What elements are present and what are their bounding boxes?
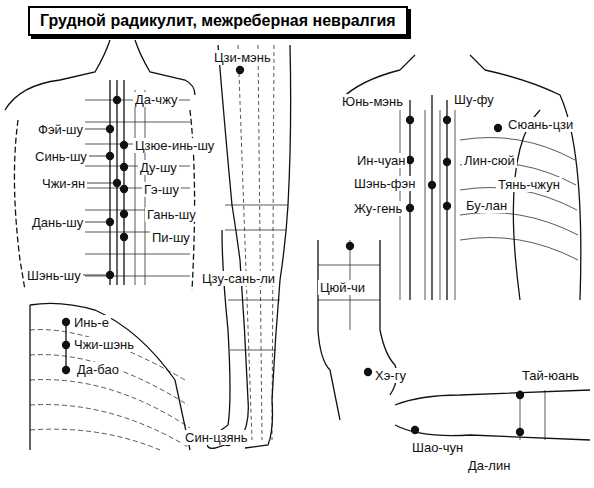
point-label: Цзу-сань-ли (200, 271, 277, 286)
point-label: Цзи-мэнь (212, 50, 273, 65)
point-label: Синь-шу (33, 149, 89, 164)
point-label: Цзюе-инь-шу (133, 138, 216, 153)
point-label: Лин-сюй (462, 153, 517, 168)
point-label: Шэнь-фэн (352, 176, 417, 191)
point-label: Фэй-шу (36, 122, 85, 137)
point-label: Чжи-шэнь (72, 337, 136, 352)
point-label: Шао-чун (410, 440, 465, 455)
point-label: Тянь-чжун (496, 177, 562, 192)
point-label: Юнь-мэнь (340, 94, 405, 109)
point-label: Жу-гень (352, 201, 404, 216)
point-label: Да-чжу (133, 92, 179, 107)
point-label: Ду-шу (138, 160, 179, 175)
point-label: Инь-е (72, 315, 111, 330)
point-label: Бу-лан (464, 198, 509, 213)
point-label: Гань-шу (145, 207, 198, 222)
point-label: Цюй-чи (318, 280, 367, 295)
point-label: Хэ-гу (373, 368, 408, 383)
point-label: Шу-фу (452, 92, 496, 107)
point-label: Ин-чуан (355, 153, 407, 168)
point-label: Гэ-шу (142, 182, 181, 197)
point-label: Тай-юань (520, 368, 581, 383)
point-label: Шэнь-шу (25, 268, 83, 283)
point-label: Пи-шу (150, 230, 192, 245)
point-label: Дань-шу (30, 215, 85, 230)
point-label: Да-бао (75, 362, 121, 377)
point-label: Чжи-ян (40, 176, 87, 191)
point-label: Да-лин (466, 458, 512, 473)
point-label: Син-цзянь (183, 430, 249, 445)
point-label: Сюань-цзи (506, 117, 575, 132)
diagram-title: Грудной радикулит, межреберная невралгия (28, 6, 408, 36)
